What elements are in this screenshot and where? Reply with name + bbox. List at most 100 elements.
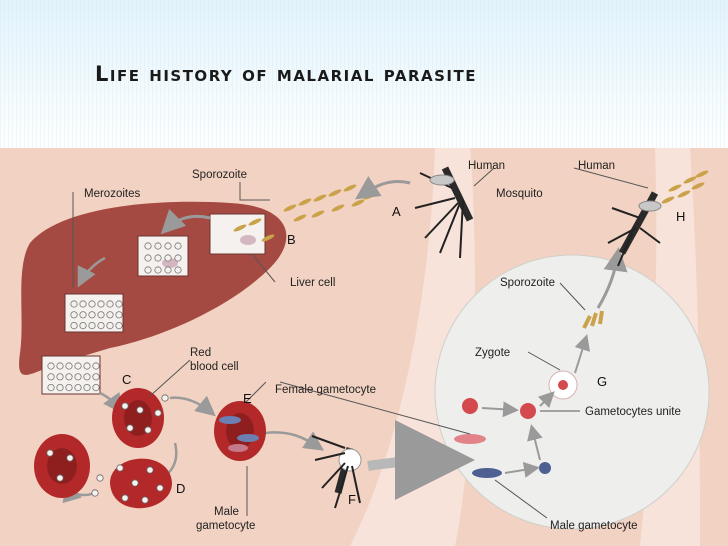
label-zygote: Zygote: [475, 347, 510, 359]
sporozoite: [248, 218, 262, 226]
merozoite-dot: [56, 474, 64, 482]
stage-c: C: [122, 372, 131, 387]
merozoite-dot: [97, 322, 105, 330]
malaria-life-cycle-diagram: Sporozoite Human Human Mosquito Merozoit…: [0, 148, 728, 546]
sporozoite: [261, 234, 275, 242]
sporozoite: [233, 224, 247, 232]
label-red: Red: [190, 347, 211, 359]
arrow-inside-2: [527, 424, 543, 461]
merozoite-dot: [97, 311, 105, 319]
male-gamete-star: [539, 462, 551, 474]
merozoite-dot: [144, 426, 152, 434]
merozoite-dots: [47, 242, 182, 392]
merozoite-dot: [131, 479, 139, 487]
merozoite-dot: [70, 322, 78, 330]
sporozoite: [351, 199, 365, 207]
label-human-1: Human: [468, 160, 505, 172]
merozoite-dot: [115, 322, 123, 330]
merozoite-dot: [154, 409, 162, 417]
merozoite-dot: [74, 373, 82, 381]
sporozoite: [328, 189, 342, 197]
merozoite-dot: [161, 394, 169, 402]
merozoite-dot: [46, 449, 54, 457]
sporozoite: [677, 190, 691, 198]
merozoite-dot: [83, 373, 91, 381]
merozoite-dot: [121, 402, 129, 410]
stage-e: E: [243, 391, 252, 406]
merozoite-dot: [88, 322, 96, 330]
arrow-to-liver: [160, 208, 211, 235]
mosquito-a-icon: [414, 166, 474, 259]
merozoite-dot: [154, 242, 162, 250]
merozoite-dot: [92, 373, 100, 381]
merozoite-dot: [144, 266, 152, 274]
label-human-2: Human: [578, 160, 615, 172]
merozoite-dot: [164, 254, 172, 262]
sporozoite: [683, 176, 697, 184]
sporozoite: [661, 196, 675, 204]
merozoite-dot: [56, 362, 64, 370]
arrow-to-circle: [367, 420, 475, 501]
arrow-to-female-gametocyte: [169, 395, 216, 417]
sporozoite: [691, 182, 705, 190]
merozoite-dot: [92, 384, 100, 392]
stage-b: B: [287, 232, 296, 247]
merozoite-dot: [106, 311, 114, 319]
male-gametocyte-in-circle: [472, 468, 502, 478]
sporozoite: [298, 198, 312, 206]
merozoite-dot: [154, 254, 162, 262]
label-gametocytes-unite: Gametocytes unite: [585, 406, 681, 418]
merozoite-dot: [174, 254, 182, 262]
merozoite-dot: [115, 311, 123, 319]
merozoite-dot: [121, 494, 129, 502]
merozoite-dot: [70, 300, 78, 308]
label-male: Male: [214, 506, 239, 518]
label-female-gametocyte: Female gametocyte: [275, 384, 376, 396]
header-band: [0, 0, 728, 148]
merozoite-dot: [74, 384, 82, 392]
merozoite-dot: [116, 464, 124, 472]
ookinete-small: [462, 398, 478, 414]
sporozoites-in-circle: [582, 310, 604, 329]
sporozoite: [331, 204, 345, 212]
arrow-inside-4: [537, 391, 555, 409]
label-male-gametocyte-right: Male gametocyte: [550, 520, 638, 532]
red-blood-cell-d-left: [34, 434, 90, 498]
merozoite-dot: [66, 454, 74, 462]
merozoite-dot: [65, 362, 73, 370]
merozoite-dot: [146, 466, 154, 474]
merozoite-dot: [126, 424, 134, 432]
merozoite-dot: [144, 254, 152, 262]
merozoite-dot: [56, 384, 64, 392]
merozoite-dot: [56, 373, 64, 381]
merozoite-dot: [47, 373, 55, 381]
merozoite-dot: [174, 266, 182, 274]
sporozoite: [311, 210, 325, 218]
merozoite-dot: [79, 300, 87, 308]
merozoite-dot: [136, 406, 144, 414]
arrow-inside-3: [504, 462, 540, 478]
stage-h: H: [676, 209, 685, 224]
blood-merozoite-dots: [46, 394, 169, 504]
merozoite-dot: [47, 362, 55, 370]
sporozoite: [343, 184, 357, 192]
merozoite-dot: [65, 373, 73, 381]
merozoite-dot: [74, 362, 82, 370]
merozoite-dot: [47, 384, 55, 392]
sporozoite: [293, 214, 307, 222]
merozoite-dot: [106, 300, 114, 308]
stage-d: D: [176, 481, 185, 496]
merozoite-dot: [97, 300, 105, 308]
merozoite-dot: [70, 311, 78, 319]
callout-lines: [72, 167, 649, 519]
merozoite-dot: [154, 266, 162, 274]
merozoite-dot: [88, 300, 96, 308]
merozoite-dot: [83, 362, 91, 370]
label-liver-cell: Liver cell: [290, 277, 335, 289]
merozoite-dot: [164, 242, 172, 250]
gamete-unite: [520, 403, 536, 419]
arrow-inside-5: [574, 334, 591, 374]
arrow-mosquito-to-sporozoites: [355, 176, 411, 200]
merozoite-dot: [144, 242, 152, 250]
